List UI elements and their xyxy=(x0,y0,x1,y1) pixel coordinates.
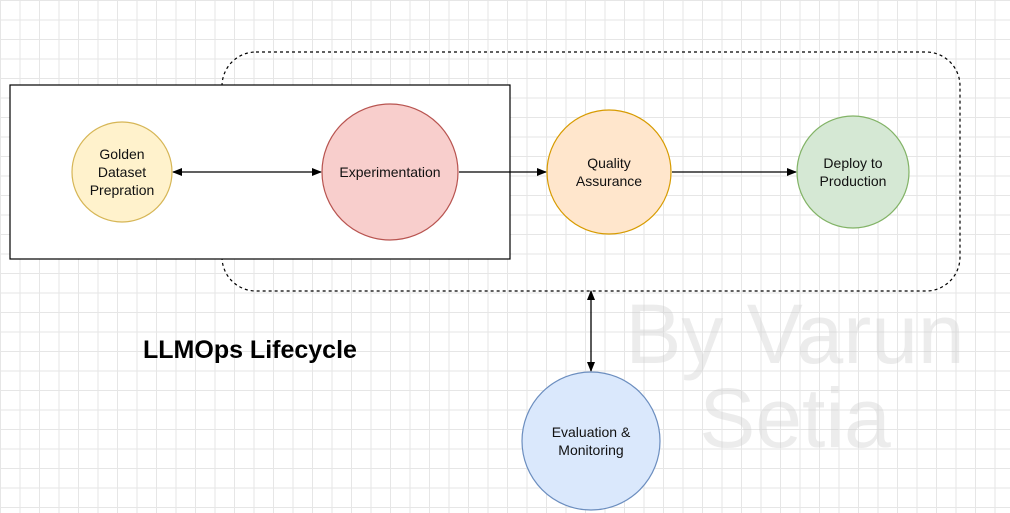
diagram-title: LLMOps Lifecycle xyxy=(143,336,357,364)
node-golden-dataset xyxy=(71,121,173,223)
node-experimentation xyxy=(321,103,459,241)
node-deploy-production xyxy=(796,115,910,229)
node-evaluation-monitoring xyxy=(521,371,661,511)
node-quality-assurance xyxy=(546,109,672,235)
